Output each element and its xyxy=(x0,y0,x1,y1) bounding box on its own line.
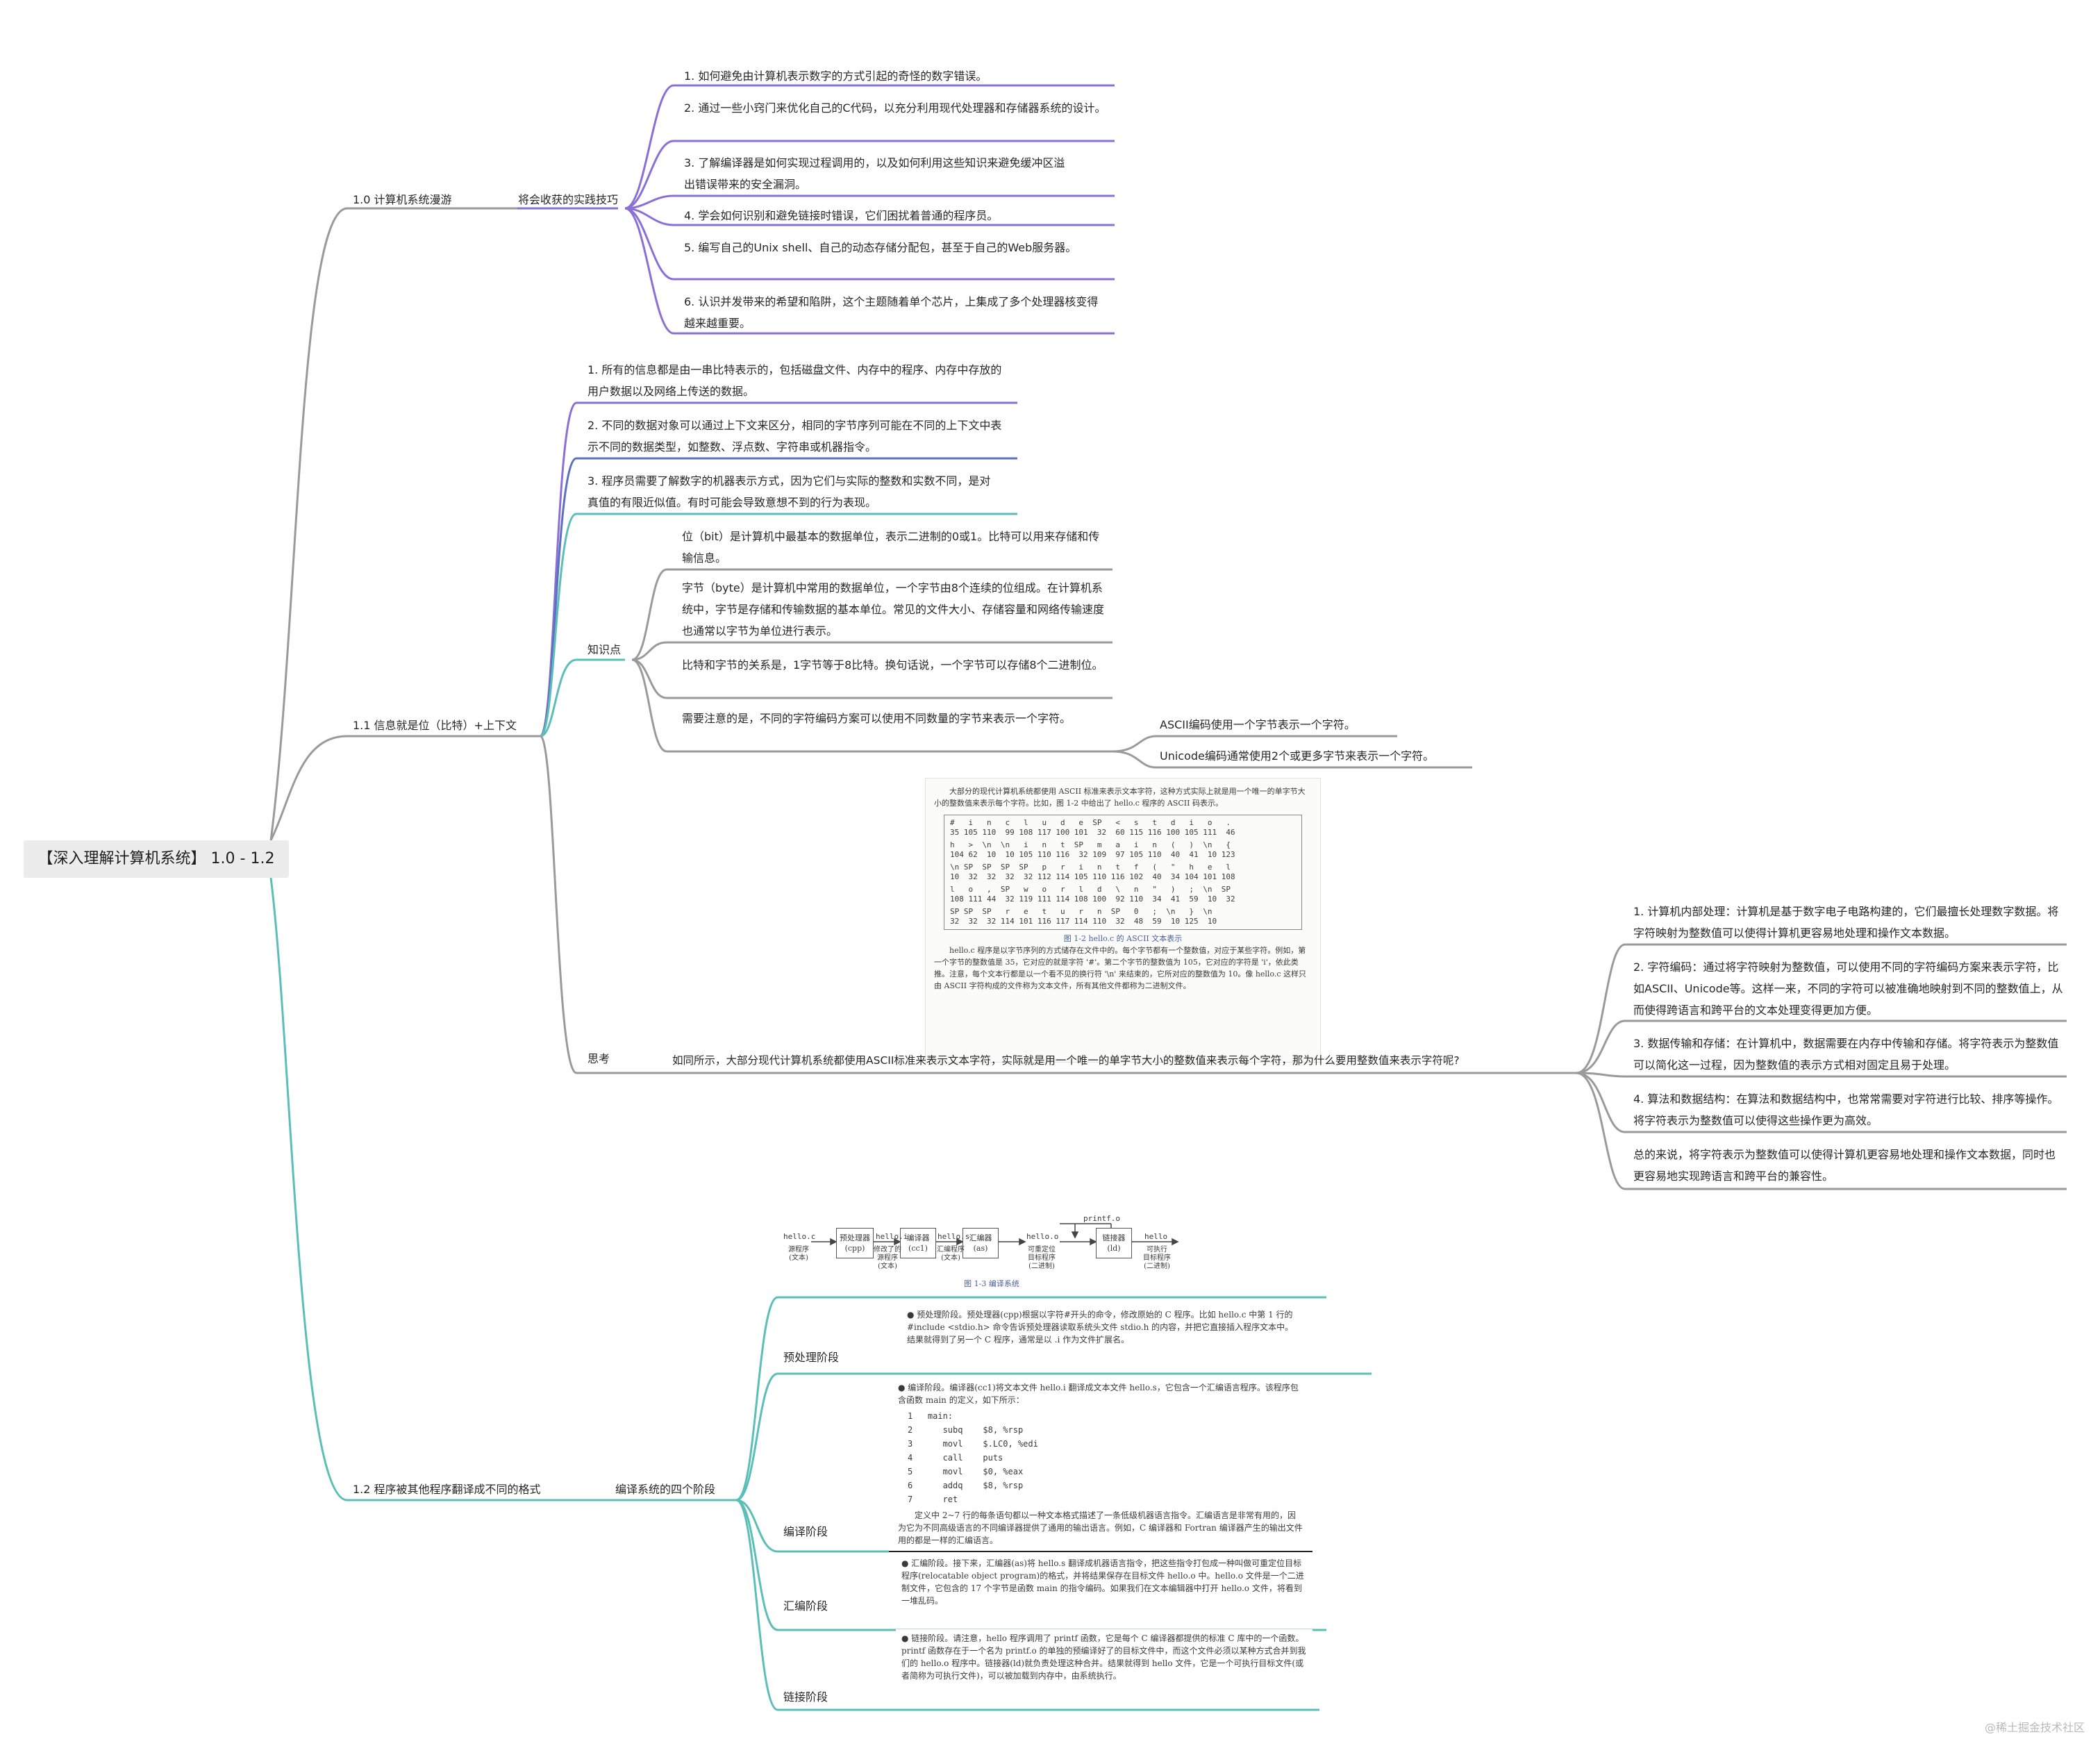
skill-item[interactable]: 3. 了解编译器是如何实现过程调用的，以及如何利用这些知识来避免缓冲区溢出错误带… xyxy=(684,156,1065,191)
info-item[interactable]: 2. 不同的数据对象可以通过上下文来区分，相同的字节序列可能在不同的上下文中表示… xyxy=(588,419,1002,454)
compile-system-figure: 预处理器 (cpp) 编译器 (cc1) 汇编器 (as) 链接器 (ld) h… xyxy=(783,1208,1200,1292)
stage-preprocess[interactable]: 预处理阶段 xyxy=(783,1351,840,1364)
compile-intro: ● 编译阶段。编译器(cc1)将文本文件 hello.i 翻译成文本文件 hel… xyxy=(898,1383,1299,1405)
info-item[interactable]: 1. 所有的信息都是由一串比特表示的，包括磁盘文件、内存中的程序、内存中存放的用… xyxy=(588,363,1002,398)
assemble-excerpt: ● 汇编阶段。接下来，汇编器(as)将 hello.s 翻译成机器语言指令，把这… xyxy=(896,1554,1312,1618)
file-hello-s: hello.s xyxy=(938,1232,970,1241)
ascii-row: \n SP SP SP SP p r i n t f ( " h e l 10 … xyxy=(950,863,1235,881)
stage-compile[interactable]: 编译阶段 xyxy=(783,1525,828,1538)
code-line: 2 subq $8, %rsp xyxy=(908,1425,1024,1435)
note-hello-i: 修改了的 源程序 (文本) xyxy=(874,1246,901,1270)
preprocessor-box: 预处理器 (cpp) xyxy=(836,1228,874,1258)
skill-item[interactable]: 6. 认识并发带来的希望和陷阱，这个主题随着单个芯片，上集成了多个处理器核变得越… xyxy=(684,295,1099,330)
link-root-s11 xyxy=(269,735,540,841)
stage-link[interactable]: 链接阶段 xyxy=(783,1690,828,1704)
knowledge-item[interactable]: 需要注意的是，不同的字符编码方案可以使用不同数量的字节来表示一个字符。 xyxy=(682,712,1072,725)
code-line: 7 ret xyxy=(908,1495,958,1504)
file-hello-i: hello.i xyxy=(876,1232,908,1241)
note-hello-o: 可重定位 目标程序 (二进制) xyxy=(1028,1246,1056,1270)
file-hello: hello xyxy=(1144,1232,1168,1241)
compiler-box: 编译器 (cc1) xyxy=(900,1228,936,1258)
skill-item[interactable]: 4. 学会如何识别和避免链接时错误，它们困扰着普通的程序员。 xyxy=(684,209,999,222)
skill-item[interactable]: 2. 通过一些小窍门来优化自己的C代码，以充分利用现代处理器和存储器系统的设计。 xyxy=(684,101,1106,115)
topic-1-1[interactable]: 1.1 信息就是位（比特）+上下文 xyxy=(353,719,517,732)
encoding-item[interactable]: ASCII编码使用一个字节表示一个字符。 xyxy=(1160,718,1356,731)
topic-think[interactable]: 思考 xyxy=(588,1052,610,1065)
file-hello-c: hello.c xyxy=(783,1232,816,1241)
ascii-body: hello.c 程序是以字节序列的方式储存在文件中的。每个字节都有一个整数值，对… xyxy=(934,946,1307,990)
file-hello-o: hello.o xyxy=(1026,1232,1059,1241)
ascii-caption: 图 1-2 hello.c 的 ASCII 文本表示 xyxy=(1063,934,1183,943)
knowledge-item[interactable]: 字节（byte）是计算机中常用的数据单位，一个字节由8个连续的位组成。在计算机系… xyxy=(682,581,1105,638)
answer-item[interactable]: 1. 计算机内部处理：计算机是基于数字电子电路构建的，它们最擅长处理数字数据。将… xyxy=(1633,905,2059,940)
watermark: @稀土掘金技术社区 xyxy=(1984,1721,2085,1734)
ascii-row: SP SP SP r e t u r n SP 0 ; \n } \n 32 3… xyxy=(950,907,1217,926)
encoding-item[interactable]: Unicode编码通常使用2个或更多字节来表示一个字符。 xyxy=(1160,749,1435,763)
link-root-s12 xyxy=(269,877,569,1501)
ascii-row: # i n c l u d e SP < s t d i o . 35 105 … xyxy=(950,818,1235,837)
compile-flow-arrows xyxy=(811,1223,1179,1246)
compile-excerpt: ● 编译阶段。编译器(cc1)将文本文件 hello.i 翻译成文本文件 hel… xyxy=(892,1379,1309,1545)
linker-box: 链接器 (ld) xyxy=(1096,1228,1132,1258)
code-line: 1 main: xyxy=(908,1411,953,1421)
preprocess-excerpt: ● 预处理阶段。预处理器(cpp)根据以字符#开头的命令，修改原始的 C 程序。… xyxy=(901,1306,1304,1367)
ascii-row: l o , SP w o r l d \ n " ) ; \n SP 108 1… xyxy=(950,885,1235,904)
ascii-row: h > \n \n i n t SP m a i n ( ) \n { 104 … xyxy=(950,840,1235,859)
topic-four-stages[interactable]: 编译系统的四个阶段 xyxy=(615,1483,716,1496)
knowledge-item[interactable]: 比特和字节的关系是，1字节等于8比特。换句话说，一个字节可以存储8个二进制位。 xyxy=(682,658,1103,672)
note-hello-s: 汇编程序 (文本) xyxy=(937,1246,965,1262)
skill-item[interactable]: 1. 如何避免由计算机表示数字的方式引起的奇怪的数字错误。 xyxy=(684,69,988,83)
code-line: 4 call puts xyxy=(908,1453,1003,1463)
answer-item[interactable]: 2. 字符编码：通过将字符映射为整数值，可以使用不同的字符编码方案来表示字符，比… xyxy=(1633,960,2063,1017)
code-line: 6 addq $8, %rsp xyxy=(908,1481,1024,1490)
answer-item[interactable]: 总的来说，将字符表示为整数值可以使得计算机更容易地处理和操作文本数据，同时也更容… xyxy=(1633,1148,2056,1183)
topic-knowledge[interactable]: 知识点 xyxy=(588,643,622,656)
ascii-figure: 大部分的现代计算机系统都使用 ASCII 标准来表示文本字符，这种方式实际上就是… xyxy=(925,778,1321,1063)
stage-assemble[interactable]: 汇编阶段 xyxy=(783,1599,828,1613)
answer-item[interactable]: 3. 数据传输和存储：在计算机中，数据需要在内存中传输和存储。将字符表示为整数值… xyxy=(1633,1037,2059,1072)
assembler-box: 汇编器 (as) xyxy=(962,1228,999,1258)
answer-item[interactable]: 4. 算法和数据结构：在算法和数据结构中，也常常需要对字符进行比较、排序等操作。… xyxy=(1633,1092,2059,1127)
knowledge-item[interactable]: 位（bit）是计算机中最基本的数据单位，表示二进制的0或1。比特可以用来存储和传… xyxy=(682,530,1100,565)
note-hello: 可执行 目标程序 (二进制) xyxy=(1143,1246,1171,1270)
compile-note: 定义中 2~7 行的每条语句都以一种文本格式描述了一条低级机器语言指令。汇编语言… xyxy=(898,1511,1303,1545)
link-root-s10 xyxy=(269,207,517,841)
note-hello-c: 源程序 (文本) xyxy=(788,1246,809,1262)
file-printf-o: printf.o xyxy=(1083,1214,1120,1223)
skill-item[interactable]: 5. 编写自己的Unix shell、自己的动态存储分配包，甚至于自己的Web服… xyxy=(684,241,1077,254)
compile-figure-caption: 图 1-3 编译系统 xyxy=(964,1279,1019,1288)
ascii-intro: 大部分的现代计算机系统都使用 ASCII 标准来表示文本字符，这种方式实际上就是… xyxy=(934,787,1306,808)
topic-1-0[interactable]: 1.0 计算机系统漫游 xyxy=(353,193,452,206)
assembly-code: 1 main: 2 subq $8, %rsp 3 movl $.LC0, %e… xyxy=(908,1409,1303,1506)
topic-1-2[interactable]: 1.2 程序被其他程序翻译成不同的格式 xyxy=(353,1483,541,1496)
ascii-table: # i n c l u d e SP < s t d i o . 35 105 … xyxy=(944,815,1302,930)
think-question[interactable]: 如同所示，大部分现代计算机系统都使用ASCII标准来表示文本字符，实际就是用一个… xyxy=(672,1054,1460,1067)
topic-practice-skills[interactable]: 将会收获的实践技巧 xyxy=(518,193,619,206)
link-excerpt: ● 链接阶段。请注意，hello 程序调用了 printf 函数，它是每个 C … xyxy=(896,1629,1312,1707)
info-item[interactable]: 3. 程序员需要了解数字的机器表示方式，因为它们与实际的整数和实数不同，是对真值… xyxy=(588,474,991,509)
root-topic[interactable]: 【深入理解计算机系统】 1.0 - 1.2 xyxy=(24,840,289,878)
code-line: 3 movl $.LC0, %edi xyxy=(908,1439,1038,1449)
code-line: 5 movl $0, %eax xyxy=(908,1467,1024,1476)
